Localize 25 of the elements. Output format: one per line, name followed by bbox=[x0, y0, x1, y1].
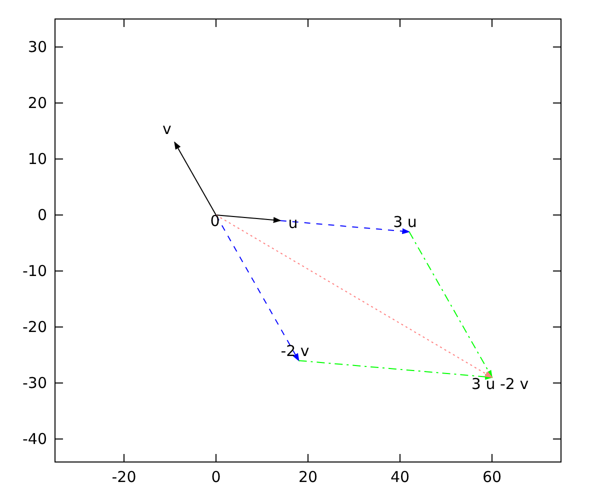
axis-tick-label: 60 bbox=[482, 469, 502, 485]
vector-label: -2 v bbox=[280, 343, 310, 359]
arrow bbox=[408, 231, 492, 378]
arrow bbox=[216, 214, 282, 223]
arrow bbox=[298, 360, 493, 380]
axis-tick-label: -10 bbox=[22, 263, 47, 279]
vector-label: 3 u bbox=[393, 214, 417, 230]
axis-tick-label: 20 bbox=[298, 469, 318, 485]
arrow bbox=[174, 141, 216, 216]
axis-tick-label: 0 bbox=[211, 469, 221, 485]
axis-tick-label: -20 bbox=[22, 319, 47, 335]
vector-label: u bbox=[288, 215, 298, 231]
axis-tick-label: 40 bbox=[390, 469, 410, 485]
axis-tick-label: 30 bbox=[28, 39, 47, 55]
vector-label: 0 bbox=[210, 213, 220, 229]
vector-label: 3 u -2 v bbox=[471, 376, 529, 392]
axis-tick-label: -40 bbox=[22, 431, 47, 447]
arrow bbox=[216, 214, 493, 378]
axis-tick-label: -30 bbox=[22, 375, 47, 391]
axis-tick-label: 20 bbox=[28, 95, 47, 111]
axis-tick-label: 0 bbox=[37, 207, 47, 223]
vector-label: v bbox=[162, 121, 172, 137]
axis-tick-label: -20 bbox=[112, 469, 136, 485]
arrow bbox=[280, 220, 410, 234]
axis-tick-label: 10 bbox=[28, 151, 47, 167]
